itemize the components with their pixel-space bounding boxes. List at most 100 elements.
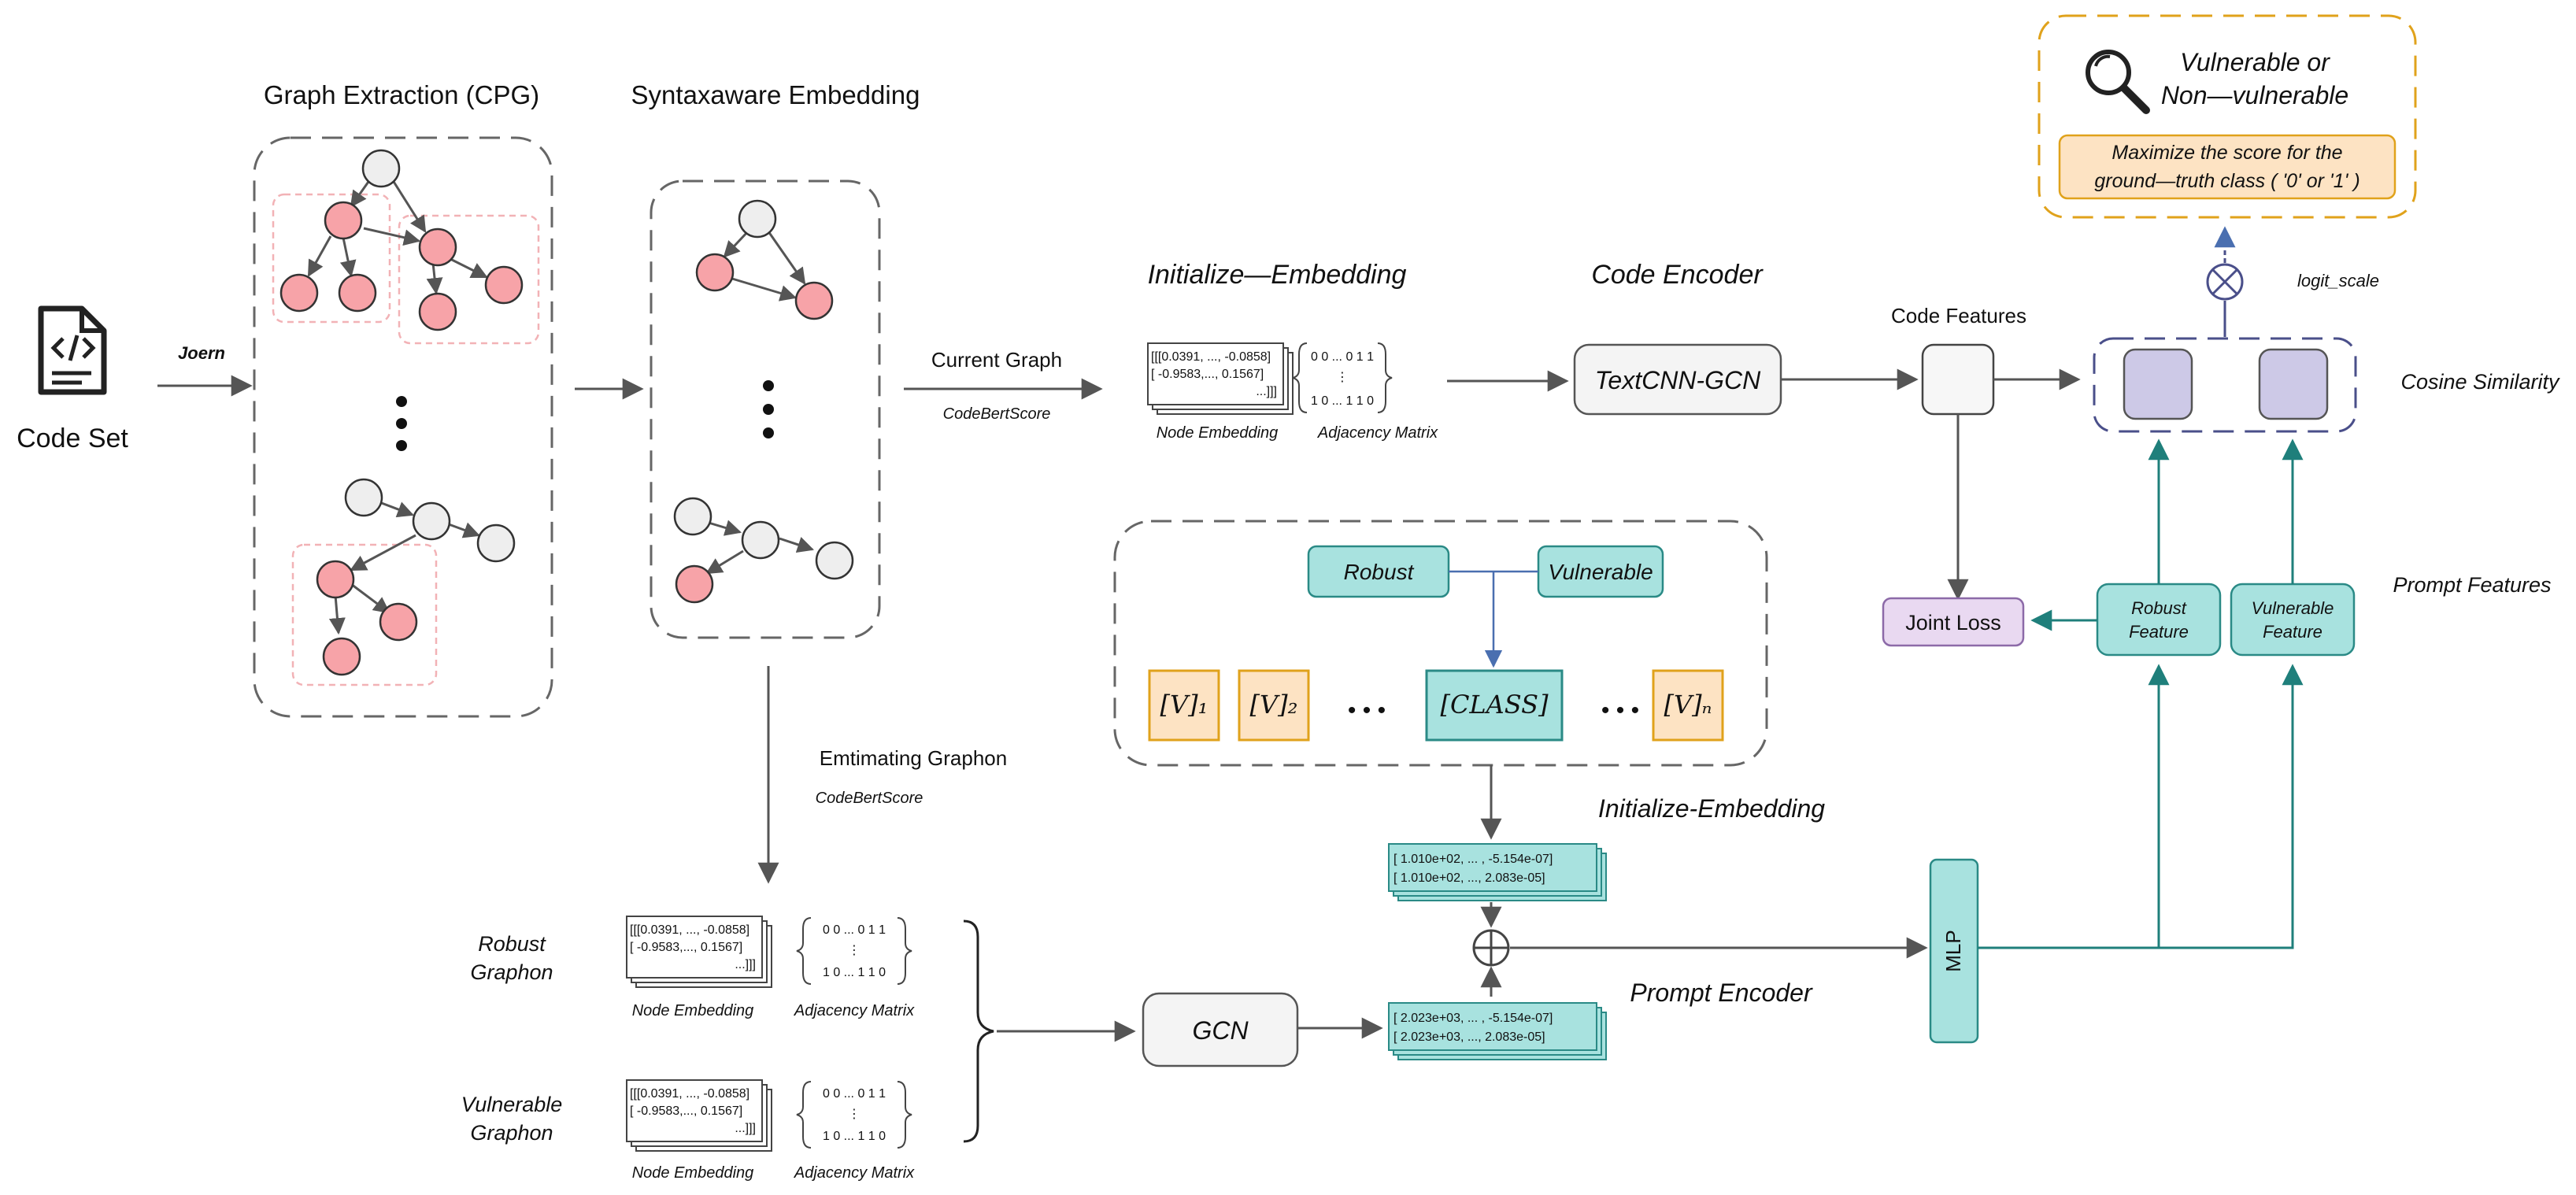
init-embedding-mid-title: Initialize-Embedding [1598,794,1825,823]
robust-graphon-line1: Robust [478,932,546,956]
syntax-graph-top [723,230,806,302]
token-dots-left: • • • [1348,697,1386,723]
graph-extraction-title: Graph Extraction (CPG) [264,80,539,109]
graph-extraction-box [253,136,553,718]
mlp-box [1929,858,1979,1044]
svg-text:[ -0.9583,..., 0.1567]: [ -0.9583,..., 0.1567] [630,941,742,954]
prompt-encoder-title: Prompt Encoder [1630,979,1813,1007]
vulnerable-adjacency-matrix: 0 0 ... 0 1 1 ⋮ 1 0 ... 1 1 0 [796,1081,912,1149]
code-similarity-cell [2123,348,2193,420]
magnifier-icon [2086,50,2150,114]
init-embedding-top-title: Initialize—Embedding [1148,260,1407,290]
prompt-similarity-cell [2258,348,2329,420]
vulnerable-graphon-line2: Graphon [470,1121,553,1145]
robust-class-label: Robust [1344,560,1415,584]
code-file-icon [38,305,107,395]
svg-text:[[[0.0391, ..., -0.0858]: [[[0.0391, ..., -0.0858] [630,923,749,937]
svg-text:...]]]: ...]]] [735,958,756,971]
svg-text:[ 1.010e+02, ..., 2.083e-05]: [ 1.010e+02, ..., 2.083e-05] [1393,871,1545,885]
textcnn-gcn-label: TextCNN-GCN [1595,366,1761,394]
robust-adjacency-label: Adjacency Matrix [794,1002,915,1019]
logit-scale-multiply-icon [2206,263,2244,301]
syntax-nodes-top [695,199,834,320]
svg-text:[ 1.010e+02, ... , -5.154e-07]: [ 1.010e+02, ... , -5.154e-07] [1393,853,1553,866]
vulnerable-node-embedding-label: Node Embedding [632,1164,754,1182]
syntax-graph-bottom [705,520,814,575]
estimating-graphon-label: Emtimating Graphon [820,746,1007,770]
svg-text:0 0 ... 0 1 1: 0 0 ... 0 1 1 [823,923,886,937]
cosine-similarity-box [2093,337,2357,433]
adjacency-matrix-top: 0 0 ... 0 1 1 ⋮ 1 0 ... 1 1 0 [1292,342,1393,413]
vulnerable-node-embedding-matrix: [[[0.0391, ..., -0.0858] [ -0.9583,..., … [626,1079,772,1152]
syntax-nodes-bottom [673,497,854,604]
subgraph-highlight-2 [398,214,540,345]
robust-adjacency-matrix: 0 0 ... 0 1 1 ⋮ 1 0 ... 1 1 0 [796,917,912,985]
subgraph-highlight-1 [272,193,391,324]
code-encoder-title: Code Encoder [1591,260,1764,290]
vulnerable-adjacency-label: Adjacency Matrix [794,1164,915,1182]
output-note-line1: Maximize the score for the [2112,142,2342,164]
svg-text:[[[0.0391, ..., -0.0858]: [[[0.0391, ..., -0.0858] [1151,350,1271,364]
joern-label: Joern [178,343,225,363]
vulnerable-feature-box [2230,583,2356,657]
svg-text:[ -0.9583,..., 0.1567]: [ -0.9583,..., 0.1567] [630,1104,742,1118]
joint-loss-box [1882,597,2025,647]
gcn-box [1142,992,1299,1067]
mlp-label: MLP [1941,930,1965,971]
cpg-nodes-top [279,149,524,331]
token-class-box [1425,669,1564,742]
arrow-mlp-to-robust [1978,664,2170,949]
arrow-mlp-to-vuln [2159,664,2304,949]
token-vn-box [1652,669,1724,742]
robust-node-embedding-matrix: [[[0.0391, ..., -0.0858] [ -0.9583,..., … [626,916,772,988]
syntax-vertical-dots [763,380,774,438]
prompt-template-box [1113,520,1768,767]
robust-feature-line2: Feature [2129,622,2189,642]
output-note-box [2058,134,2396,200]
token-class-label: [CLASS] [1440,690,1549,720]
current-graph-label: Current Graph [931,348,1062,372]
add-icon [1472,929,1510,967]
joint-loss-label: Joint Loss [1905,611,2001,634]
prompt-features-label: Prompt Features [2393,573,2551,597]
prompt-encoder-matrix: [ 2.023e+03, ... , -5.154e-07] [ 2.023e+… [1388,1002,1607,1060]
cosine-similarity-label: Cosine Similarity [2400,370,2560,394]
prompt-init-embedding-matrix: [ 1.010e+02, ... , -5.154e-07] [ 1.010e+… [1388,843,1607,901]
syntax-embedding-box [650,179,881,639]
svg-text:0 0 ... 0 1 1: 0 0 ... 0 1 1 [823,1087,886,1101]
estimating-graphon-sub: CodeBertScore [816,790,923,807]
svg-text:[ 2.023e+03, ..., 2.083e-05]: [ 2.023e+03, ..., 2.083e-05] [1393,1030,1545,1044]
cpg-vertical-dots [396,396,407,451]
code-set-label: Code Set [17,424,128,453]
gcn-label: GCN [1192,1016,1249,1045]
cpg-graph-top [307,177,488,295]
svg-text:1 0 ... 1 1 0: 1 0 ... 1 1 0 [1311,394,1374,408]
token-v1-box [1148,669,1220,742]
vulnerable-feature-line1: Vulnerable [2252,598,2334,618]
svg-text:1 0 ... 1 1 0: 1 0 ... 1 1 0 [823,1130,886,1143]
token-vn-label: [V]ₙ [1664,690,1712,720]
robust-feature-box [2096,583,2222,657]
svg-text:⋮: ⋮ [848,944,861,957]
svg-text:...]]]: ...]]] [735,1122,756,1135]
svg-text:1 0 ... 1 1 0: 1 0 ... 1 1 0 [823,966,886,979]
robust-graphon-line2: Graphon [470,960,553,984]
svg-text:[ 2.023e+03, ... , -5.154e-07]: [ 2.023e+03, ... , -5.154e-07] [1393,1012,1553,1025]
syntax-embedding-title: Syntaxaware Embedding [631,80,920,109]
node-embedding-matrix-top: [[[0.0391, ..., -0.0858] [ -0.9583,..., … [1147,342,1294,415]
robust-node-embedding-label: Node Embedding [632,1002,754,1019]
svg-text:[[[0.0391, ..., -0.0858]: [[[0.0391, ..., -0.0858] [630,1087,749,1101]
adjacency-matrix-label-top: Adjacency Matrix [1317,424,1438,442]
node-embedding-label-top: Node Embedding [1157,424,1279,442]
svg-text:⋮: ⋮ [1336,371,1349,384]
svg-text:0 0 ... 0 1 1: 0 0 ... 0 1 1 [1311,350,1374,364]
output-title-line1: Vulnerable or [2180,48,2330,76]
current-graph-sub: CodeBertScore [943,405,1051,423]
token-v2-label: [V]₂ [1250,690,1298,720]
vulnerable-class-label: Vulnerable [1548,560,1653,584]
subgraph-highlight-3 [291,543,438,686]
cpg-nodes-bottom [316,478,516,676]
token-v1-label: [V]₁ [1160,690,1208,720]
svg-text:[ -0.9583,..., 0.1567]: [ -0.9583,..., 0.1567] [1151,368,1264,381]
